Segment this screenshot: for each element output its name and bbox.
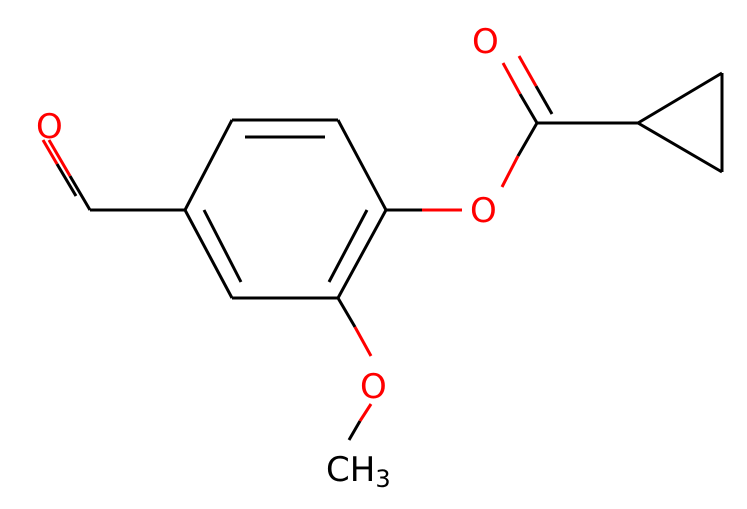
ring-bond-lower-left-inner	[202, 209, 243, 283]
ring-to-methoxy-o-black	[336, 297, 357, 328]
cyclopropyl-bond-bottom	[637, 121, 723, 174]
methyl-subscript: 3	[375, 465, 390, 493]
ester-o-to-c-black	[516, 122, 539, 157]
carbonyl-bond-a-black	[518, 93, 539, 124]
ester-group	[386, 55, 638, 212]
ring-bond-lower-right	[336, 209, 388, 299]
aldehyde-oxygen-label: O	[36, 107, 63, 147]
ring-bond-upper-right	[336, 119, 388, 211]
methoxy-o-to-ch3-red	[358, 403, 373, 422]
cyclopropyl-ring	[637, 71, 724, 174]
methyl-label: CH3	[326, 450, 391, 493]
carbonyl-bond-b-red	[517, 55, 538, 87]
ring-to-methoxy-o-red	[353, 326, 373, 357]
carbonyl-oxygen-label: O	[472, 22, 499, 62]
carbonyl-bond-a-red	[501, 62, 522, 95]
ring-bond-lower-left	[183, 209, 234, 299]
cho-double-bond-a-red	[47, 139, 72, 177]
methyl-symbol: CH	[326, 450, 375, 490]
methoxy-oxygen-label: O	[360, 367, 387, 407]
aldehyde-group	[41, 139, 185, 212]
cyclopropyl-bond-top	[637, 71, 723, 125]
ester-oxygen-label: O	[470, 191, 497, 231]
methoxy-o-to-ch3-black	[347, 420, 362, 441]
cho-double-bond-b-black	[55, 163, 78, 197]
ring-bond-upper-left	[183, 119, 234, 211]
ring-bond-lower-right-inner	[327, 209, 369, 283]
cho-double-bond-b-red	[41, 139, 59, 165]
carbonyl-bond-b-black	[534, 85, 554, 115]
benzene-ring	[183, 118, 388, 300]
methoxy-group	[336, 297, 373, 441]
cho-double-bond-a-black	[68, 175, 92, 211]
ester-o-to-c-red	[500, 155, 520, 188]
